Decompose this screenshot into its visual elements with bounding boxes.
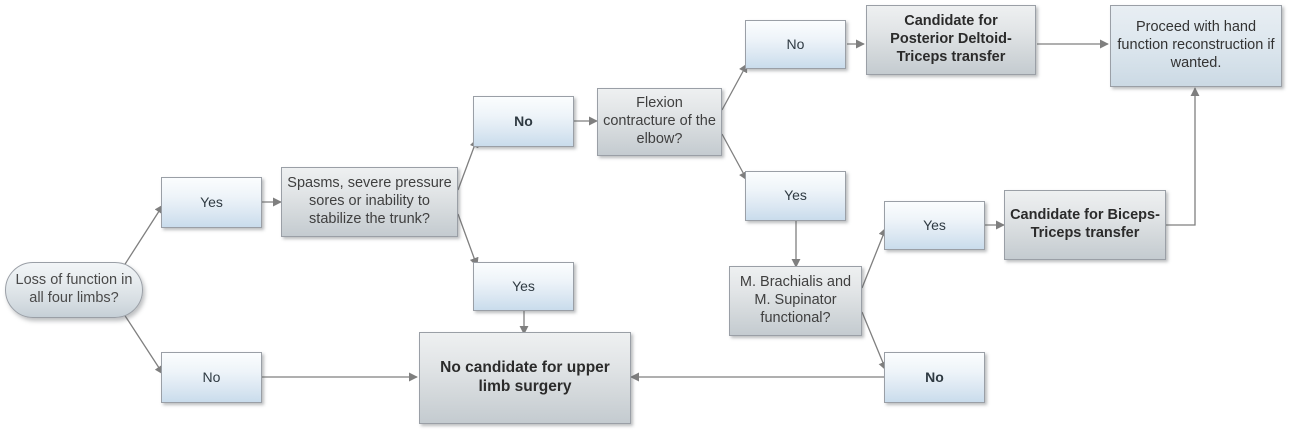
edge-spasms-to-yes2: [457, 213, 479, 267]
node-yes3-label: Yes: [784, 187, 807, 204]
edge-brachialis-to-yes4: [861, 227, 888, 289]
node-yes-spasms[interactable]: Yes: [473, 262, 574, 311]
edge-start-to-yes1: [119, 204, 164, 273]
node-start-label: Loss of function in all four limbs?: [15, 272, 133, 306]
edge-start-to-no1: [119, 307, 164, 375]
edge-flexion-to-no3: [721, 63, 748, 111]
node-yes2-label: Yes: [512, 277, 535, 294]
node-yes1-label: Yes: [200, 193, 223, 210]
node-flexion-question[interactable]: Flexion contracture of the elbow?: [597, 88, 722, 156]
edge-flexion-to-yes3: [721, 133, 748, 181]
node-yes-brachialis[interactable]: Yes: [884, 201, 985, 250]
node-brachialis-label: M. Brachialis and M. Supinator functiona…: [739, 274, 852, 326]
edge-biceps-to-proceed: [1166, 87, 1200, 226]
node-posterior-label: Candidate for Posterior Deltoid-Triceps …: [890, 13, 1012, 65]
node-no-flexion[interactable]: No: [745, 20, 846, 69]
node-posterior-deltoid-triceps[interactable]: Candidate for Posterior Deltoid-Triceps …: [866, 5, 1036, 75]
node-no1-label: No: [202, 368, 221, 385]
node-biceps-triceps[interactable]: Candidate for Biceps-Triceps transfer: [1004, 190, 1166, 260]
node-no3-label: No: [786, 35, 805, 52]
node-no-brachialis[interactable]: No: [884, 352, 985, 403]
node-proceed-hand-function[interactable]: Proceed with hand function reconstructio…: [1110, 5, 1282, 87]
node-proceed-label: Proceed with hand function reconstructio…: [1117, 19, 1275, 71]
node-spasms-question[interactable]: Spasms, severe pressure sores or inabili…: [281, 167, 458, 237]
node-brachialis-question[interactable]: M. Brachialis and M. Supinator functiona…: [729, 266, 862, 336]
node-yes-loss-of-function[interactable]: Yes: [161, 177, 262, 228]
edge-brachialis-to-no4: [861, 311, 888, 371]
node-yes4-label: Yes: [923, 216, 946, 233]
node-biceps-label: Candidate for Biceps-Triceps transfer: [1010, 207, 1160, 241]
node-no4-label: No: [925, 368, 944, 385]
node-yes-flexion[interactable]: Yes: [745, 171, 846, 221]
node-spasms-label: Spasms, severe pressure sores or inabili…: [287, 175, 452, 227]
node-nocandidate-label: No candidate for upper limb surgery: [440, 359, 610, 395]
node-no2-label: No: [514, 112, 533, 129]
node-no-spasms[interactable]: No: [473, 96, 574, 147]
node-no-candidate-upper-limb[interactable]: No candidate for upper limb surgery: [419, 332, 631, 424]
node-flexion-label: Flexion contracture of the elbow?: [603, 95, 716, 147]
node-no-loss-of-function[interactable]: No: [161, 352, 262, 403]
node-start[interactable]: Loss of function in all four limbs?: [5, 262, 143, 318]
